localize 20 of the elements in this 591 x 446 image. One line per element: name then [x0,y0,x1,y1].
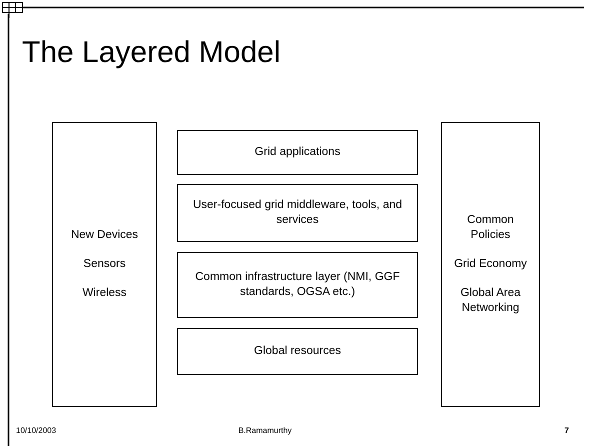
footer-author: B.Ramamurthy [237,426,293,435]
layer-label: Grid applications [254,145,340,160]
slide-title: The Layered Model [22,36,280,70]
layer-box [177,130,418,175]
side-panel [441,122,540,407]
layer-label: Global resources [254,344,341,359]
list-item: Sensors [82,257,127,272]
list-item: Wireless [81,286,128,301]
list-item: Global Area Networking [459,286,522,316]
layer-box [177,184,418,242]
side-panel [52,122,157,407]
page-number: 7 [564,426,569,435]
layer-box [177,252,418,318]
layer-label: User-focused grid middleware, tools, and services [192,198,403,228]
list-item: New Devices [70,228,140,244]
list-item: Common Policies [466,213,515,244]
layer-label: Common infrastructure layer (NMI, GGF standards, OGSA etc.) [194,270,401,300]
footer-date: 10/10/2003 [16,426,56,435]
layer-box [177,328,418,375]
list-item: Grid Economy [453,257,528,272]
